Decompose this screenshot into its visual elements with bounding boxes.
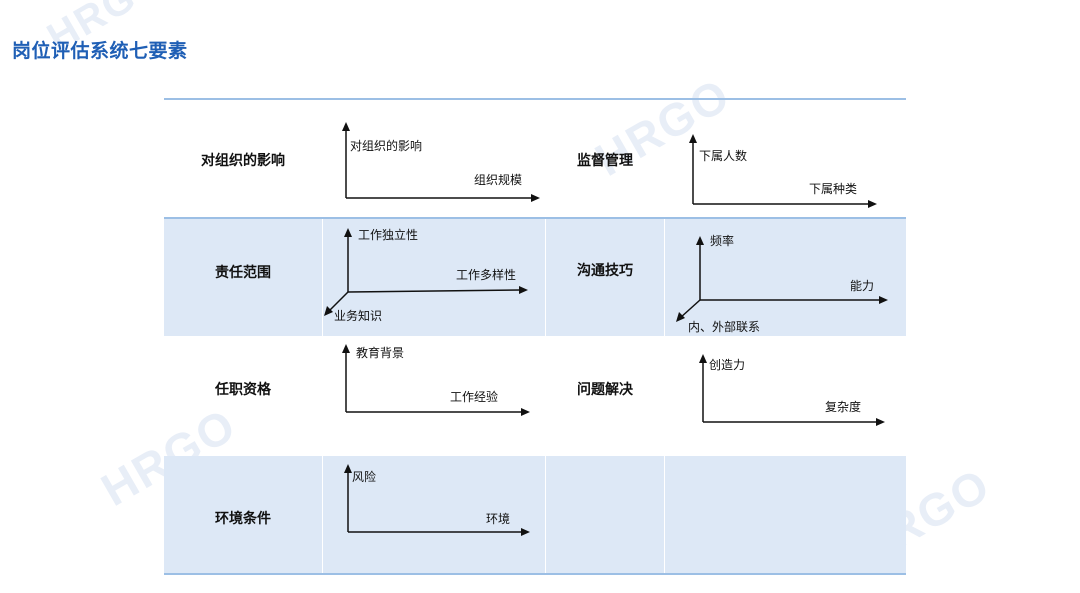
z-axis-label: 业务知识 bbox=[334, 309, 383, 323]
x-axis-label: 工作经验 bbox=[450, 390, 499, 404]
x-axis-label: 环境 bbox=[486, 512, 511, 526]
column-divider bbox=[664, 456, 665, 574]
column-divider bbox=[322, 456, 323, 574]
y-axis-label: 教育背景 bbox=[356, 346, 405, 360]
y-axis-label: 工作独立性 bbox=[358, 228, 419, 242]
axis-arrows bbox=[342, 344, 530, 416]
element-label: 沟通技巧 bbox=[577, 263, 633, 279]
page-title: 岗位评估系统七要素 bbox=[12, 40, 188, 62]
element-label: 环境条件 bbox=[215, 511, 271, 527]
y-axis-label: 频率 bbox=[710, 234, 735, 248]
element-label: 问题解决 bbox=[577, 382, 633, 398]
axis-arrows bbox=[344, 464, 530, 536]
element-label: 任职资格 bbox=[215, 382, 271, 398]
table-top-rule bbox=[164, 98, 906, 100]
x-axis-label: 能力 bbox=[850, 279, 875, 293]
row-divider bbox=[164, 217, 906, 219]
x-axis-label: 复杂度 bbox=[825, 400, 862, 414]
x-axis-label: 工作多样性 bbox=[456, 268, 517, 282]
axis-diagram: 创造力 复杂度 bbox=[699, 354, 889, 430]
axis-diagram: 下属人数 下属种类 bbox=[689, 134, 879, 210]
axis-arrows bbox=[342, 122, 540, 202]
x-axis-label: 下属种类 bbox=[809, 182, 858, 196]
axis-diagram: 工作独立性 工作多样性 业务知识 bbox=[322, 226, 532, 330]
axis-arrows bbox=[689, 134, 877, 208]
axis-diagram: 对组织的影响 组织规模 bbox=[342, 122, 542, 206]
table-row-band bbox=[164, 218, 906, 336]
axis-diagram: 频率 能力 内、外部联系 bbox=[674, 232, 894, 336]
column-divider bbox=[322, 218, 323, 336]
table-row-band bbox=[164, 456, 906, 574]
axis-arrows bbox=[324, 228, 528, 316]
y-axis-label: 下属人数 bbox=[699, 149, 748, 163]
axis-diagram: 教育背景 工作经验 bbox=[342, 344, 532, 420]
axis-arrows bbox=[676, 236, 888, 322]
element-label: 监督管理 bbox=[577, 153, 633, 169]
column-divider bbox=[545, 456, 546, 574]
element-label: 责任范围 bbox=[215, 265, 271, 281]
column-divider bbox=[545, 218, 546, 336]
axis-diagram: 风险 环境 bbox=[344, 464, 534, 540]
table-bottom-rule bbox=[164, 573, 906, 575]
column-divider bbox=[664, 218, 665, 336]
y-axis-label: 对组织的影响 bbox=[350, 139, 423, 153]
y-axis-label: 风险 bbox=[352, 470, 377, 484]
elements-table: 对组织的影响 对组织的影响 组织规模 监督管理 下属人数 下属种类 责任 bbox=[164, 98, 906, 576]
axis-arrows bbox=[699, 354, 885, 426]
element-label: 对组织的影响 bbox=[201, 153, 285, 169]
z-axis-label: 内、外部联系 bbox=[688, 320, 761, 334]
x-axis-label: 组织规模 bbox=[474, 173, 523, 187]
y-axis-label: 创造力 bbox=[709, 358, 746, 372]
